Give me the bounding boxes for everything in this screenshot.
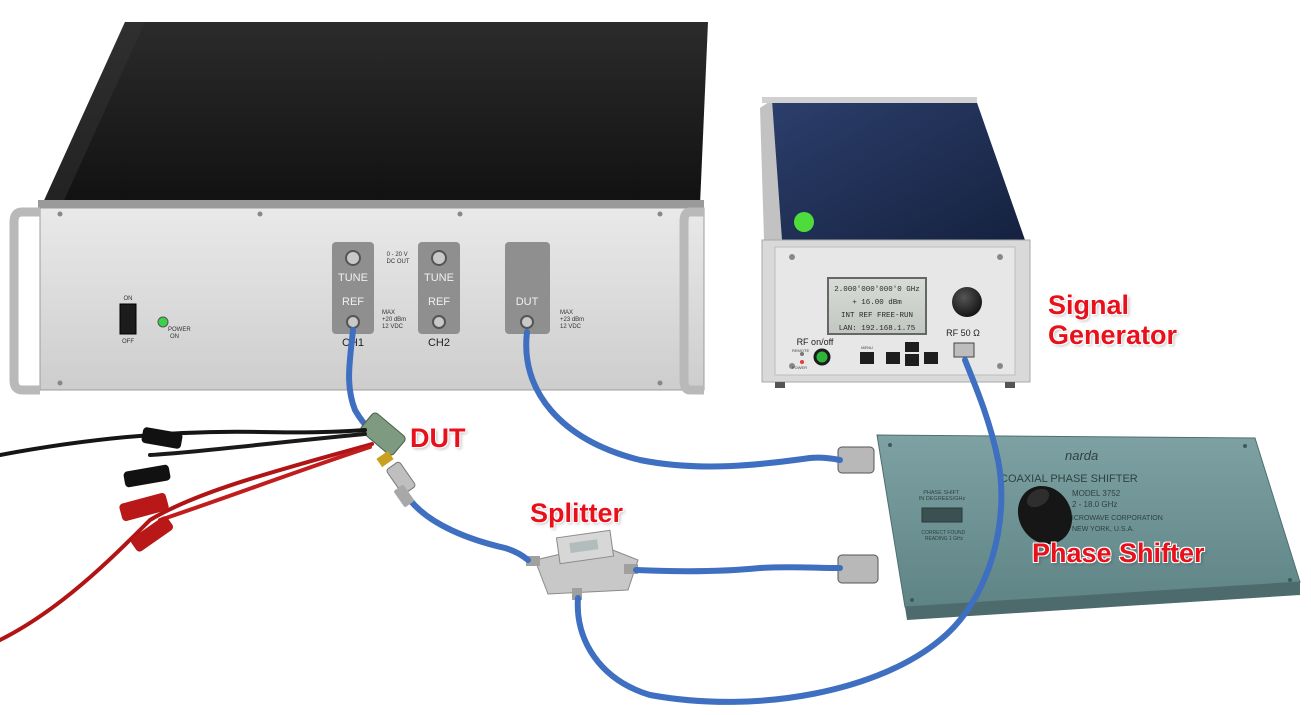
dut-connector[interactable] xyxy=(520,315,534,329)
black-lead-2 xyxy=(148,432,367,457)
power-led-label: POWER ON xyxy=(168,327,192,340)
power-switch[interactable] xyxy=(119,303,137,335)
tune-spec-line1: 0 - 20 V xyxy=(387,252,408,258)
cable-splitter-to-generator xyxy=(574,357,1005,705)
ps-brand: narda xyxy=(1065,448,1098,463)
tuning-knob[interactable] xyxy=(952,287,982,317)
dut-port-label: DUT xyxy=(516,296,539,308)
ref-spec-text: MAX +20 dBm 12 VDC xyxy=(382,310,408,330)
ch1-tune-connector[interactable] xyxy=(345,250,361,266)
callout-dut: DUT xyxy=(410,423,466,453)
coax-cables xyxy=(346,327,1005,705)
ps-dial-caption-line2: IN DEGREES/GHz xyxy=(919,496,966,502)
splitter-port-bottom[interactable] xyxy=(572,588,582,600)
device-under-test xyxy=(360,412,416,507)
remote-led xyxy=(800,352,804,356)
display-power: + 16.00 dBm xyxy=(852,299,902,307)
menu-button[interactable] xyxy=(860,352,874,364)
power-led xyxy=(157,316,169,328)
cable-dut-port-to-phase-shifter xyxy=(523,329,843,470)
rf-onoff-label: RF on/off xyxy=(797,337,834,347)
menu-label: MENU xyxy=(861,345,873,350)
ps-model: MODEL 3752 xyxy=(1072,489,1121,498)
gen-power-label: POWER xyxy=(792,365,807,370)
black-lead xyxy=(0,428,367,457)
dc-probe-leads xyxy=(0,428,374,642)
down-button[interactable] xyxy=(905,354,919,366)
cable-dut-to-splitter xyxy=(407,497,531,563)
up-button[interactable] xyxy=(905,342,919,352)
power-splitter xyxy=(526,529,639,600)
switch-off-label: OFF xyxy=(122,339,134,345)
display-frequency: 2.000'000'000'0 GHz xyxy=(834,286,920,294)
ch2-ref-connector[interactable] xyxy=(432,315,446,329)
ps-title: COAXIAL PHASE SHIFTER xyxy=(1000,473,1138,485)
power-led-label-line1: POWER xyxy=(168,327,191,333)
ps-counter-window xyxy=(921,507,963,523)
switch-on-label: ON xyxy=(124,296,133,302)
generator-display xyxy=(827,277,927,335)
ch1-ref-label: REF xyxy=(342,296,364,308)
splitter-port-out[interactable] xyxy=(624,564,638,574)
ch1-ref-connector[interactable] xyxy=(346,315,360,329)
right-button[interactable] xyxy=(924,352,938,364)
phase-shifter-device: narda COAXIAL PHASE SHIFTER MODEL 3752 2… xyxy=(837,434,1301,620)
display-reference: INT REF FREE-RUN xyxy=(841,312,913,320)
ps-dial-note-line2: READING 1 GHz xyxy=(925,536,964,542)
ps-maker: NARDA MICROWAVE CORPORATION xyxy=(1040,515,1163,522)
ch2-tune-label: TUNE xyxy=(424,272,454,284)
ps-dial-note: CORRECT FOUND READING 1 GHz xyxy=(921,530,966,542)
rf-port-label: RF 50 Ω xyxy=(946,328,980,338)
callout-phase-shifter: Phase Shifter xyxy=(1032,538,1205,568)
dut-spec-line2: +23 dBm xyxy=(560,317,584,323)
ch2-ref-label: REF xyxy=(428,296,450,308)
cable-splitter-to-phase-shifter xyxy=(633,564,843,575)
ps-dial-caption: PHASE SHIFT IN DEGREES/GHz xyxy=(919,490,966,502)
left-button[interactable] xyxy=(886,352,900,364)
signal-generator: 2.000'000'000'0 GHz + 16.00 dBm INT REF … xyxy=(760,97,1031,388)
callout-splitter: Splitter xyxy=(530,498,624,528)
ps-freq: 2 - 18.0 GHz xyxy=(1072,500,1117,509)
display-lan: LAN: 192.168.1.75 xyxy=(839,325,916,333)
ps-dial-caption-line1: PHASE SHIFT xyxy=(923,490,960,496)
dut-spec-line1: MAX xyxy=(560,310,573,316)
dut-spec-text: MAX +23 dBm 12 VDC xyxy=(560,310,586,330)
ch1-tune-label: TUNE xyxy=(338,272,368,284)
splitter-port-in[interactable] xyxy=(526,556,540,566)
power-led-label-line2: ON xyxy=(170,334,179,340)
ps-output-connector[interactable] xyxy=(837,554,879,584)
power-led-gen xyxy=(800,360,804,364)
dut-spec-line3: 12 VDC xyxy=(560,324,582,330)
remote-label: REMOTE xyxy=(792,348,809,353)
ch2-tune-connector[interactable] xyxy=(431,250,447,266)
tune-spec-line2: DC OUT xyxy=(387,259,410,265)
alligator-clips xyxy=(119,427,183,552)
ref-spec-line3: 12 VDC xyxy=(382,324,404,330)
green-sticker xyxy=(794,212,814,232)
tune-spec-text: 0 - 20 V DC OUT xyxy=(387,252,410,265)
ch2-label: CH2 xyxy=(428,337,450,349)
ps-input-connector[interactable] xyxy=(837,446,875,474)
phase-noise-analyzer: ON OFF POWER ON TUNE REF CH1 0 - 20 V DC… xyxy=(9,22,708,395)
ref-spec-line2: +20 dBm xyxy=(382,317,406,323)
red-lead xyxy=(0,442,374,642)
ref-spec-line1: MAX xyxy=(382,310,395,316)
callout-signal-generator: Signal Generator xyxy=(1048,290,1178,350)
ps-city: NEW YORK, U.S.A. xyxy=(1072,526,1134,533)
red-lead-2 xyxy=(158,445,372,522)
rf-out-connector[interactable] xyxy=(953,342,975,358)
ps-dial-note-line1: CORRECT FOUND xyxy=(921,530,965,536)
rf-onoff-button[interactable] xyxy=(813,348,831,366)
